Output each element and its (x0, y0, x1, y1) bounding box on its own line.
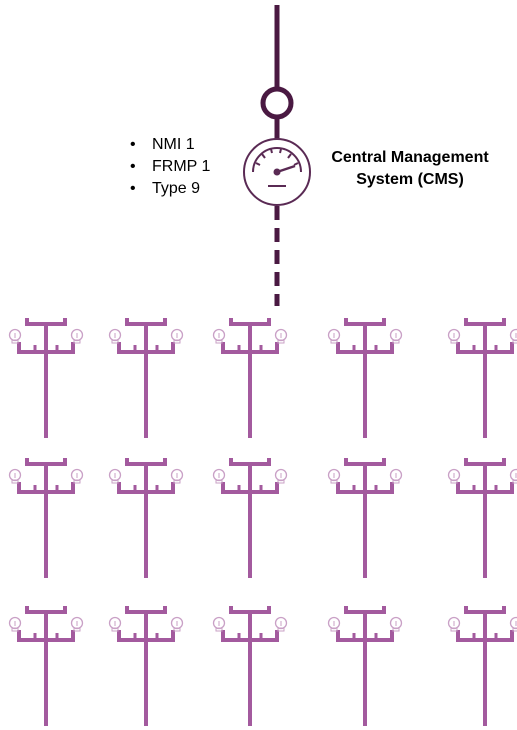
connection-node (260, 86, 294, 120)
gauge-meter-icon (243, 138, 311, 206)
streetlight-pole-icon (447, 458, 517, 578)
streetlight-pole-icon (447, 606, 517, 726)
streetlight-pole-icon (447, 318, 517, 438)
streetlight-pole-icon (327, 606, 403, 726)
streetlight-pole-icon (8, 606, 84, 726)
streetlight-grid (8, 318, 517, 726)
meter-details-list: NMI 1 FRMP 1 Type 9 (130, 134, 210, 200)
streetlight-pole-icon (212, 458, 288, 578)
cms-label-line1: Central Management (331, 149, 489, 166)
streetlight-pole-icon (8, 458, 84, 578)
streetlight-pole-icon (327, 458, 403, 578)
meter-detail-type: Type 9 (130, 178, 210, 200)
cms-label: Central Management System (CMS) (312, 147, 508, 191)
streetlight-pole-icon (108, 606, 184, 726)
streetlight-pole-icon (212, 606, 288, 726)
streetlight-pole-icon (8, 318, 84, 438)
meter-detail-nmi: NMI 1 (130, 134, 210, 156)
streetlight-pole-icon (108, 318, 184, 438)
streetlight-pole-icon (108, 458, 184, 578)
streetlight-pole-icon (327, 318, 403, 438)
streetlight-pole-icon (212, 318, 288, 438)
meter-detail-frmp: FRMP 1 (130, 156, 210, 178)
cms-label-line2: System (CMS) (356, 171, 464, 188)
